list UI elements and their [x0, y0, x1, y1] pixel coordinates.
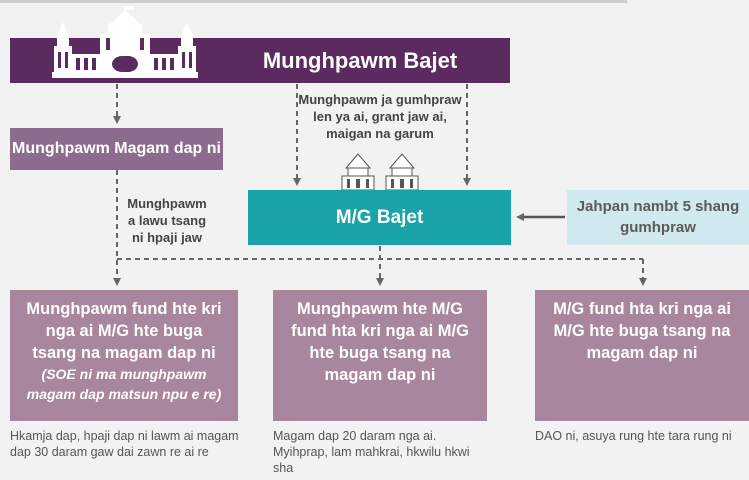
- departments-note: Magam dap 20 daram nga ai. Myihprap, lam…: [273, 429, 470, 475]
- union-and-mg-departments-box: Munghpawm fund hte kri nga ai M/G hte bu…: [10, 290, 238, 421]
- japan-funding-box: Jahpan nambt 5 shang gumhpraw: [567, 190, 749, 245]
- top-divider: [0, 0, 627, 3]
- parliament-building-icon: [52, 6, 198, 78]
- union-budget-box: Munghpawm Bajet: [10, 6, 510, 83]
- union-budget-label: Munghpawm Bajet: [262, 48, 458, 73]
- departments-note: Hkamja dap, hpaji dap ni lawm ai magam d…: [10, 429, 239, 459]
- union-ministry-box: Munghpawm Magam dap ni: [10, 128, 223, 170]
- ministry-guidance-label: Munghpawm a lawu tsang ni hpaji jaw: [127, 196, 207, 245]
- union-mg-fund-departments-box: Munghpawm hte M/G fund hta kri nga ai M/…: [273, 290, 487, 421]
- japan-funding-label: Jahpan nambt 5 shang gumhpraw: [576, 198, 740, 236]
- mg-fund-departments-box: M/G fund hta kri nga ai M/G hte buga tsa…: [535, 290, 749, 421]
- grant-label: Munghpawm ja gumhpraw len ya ai, grant j…: [298, 92, 462, 141]
- mg-budget-box: M/G Bajet: [248, 190, 511, 245]
- departments-note: DAO ni, asuya rung hte tara rung ni: [535, 429, 732, 443]
